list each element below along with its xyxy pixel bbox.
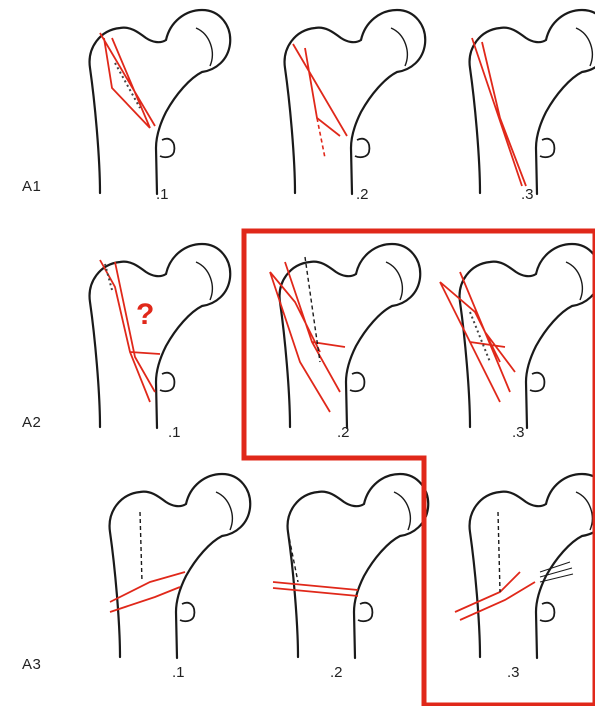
a3-3-figure: [455, 474, 595, 658]
sub-label-a3-1: .1: [172, 664, 185, 681]
a3-1-figure: [110, 474, 251, 658]
sub-label-a1-2: .2: [356, 186, 369, 203]
sub-label-a3-3: .3: [507, 664, 520, 681]
sub-label-a2-3: .3: [512, 424, 525, 441]
row-label-a1: A1: [22, 178, 41, 195]
sub-label-a2-1: .1: [168, 424, 181, 441]
a2-3-figure: [440, 244, 595, 428]
a1-1-figure: [90, 10, 231, 194]
sub-label-a1-1: .1: [156, 186, 169, 203]
sub-label-a2-2: .2: [337, 424, 350, 441]
a1-2-figure: [285, 10, 426, 194]
row-label-a3: A3: [22, 656, 41, 673]
sub-label-a1-3: .3: [521, 186, 534, 203]
question-mark: ?: [136, 298, 154, 332]
a2-1-figure: [90, 244, 231, 428]
a2-2-figure: [270, 244, 420, 428]
row-label-a2: A2: [22, 414, 41, 431]
sub-label-a3-2: .2: [330, 664, 343, 681]
a3-2-figure: [273, 474, 428, 658]
a1-3-figure: [470, 10, 595, 194]
